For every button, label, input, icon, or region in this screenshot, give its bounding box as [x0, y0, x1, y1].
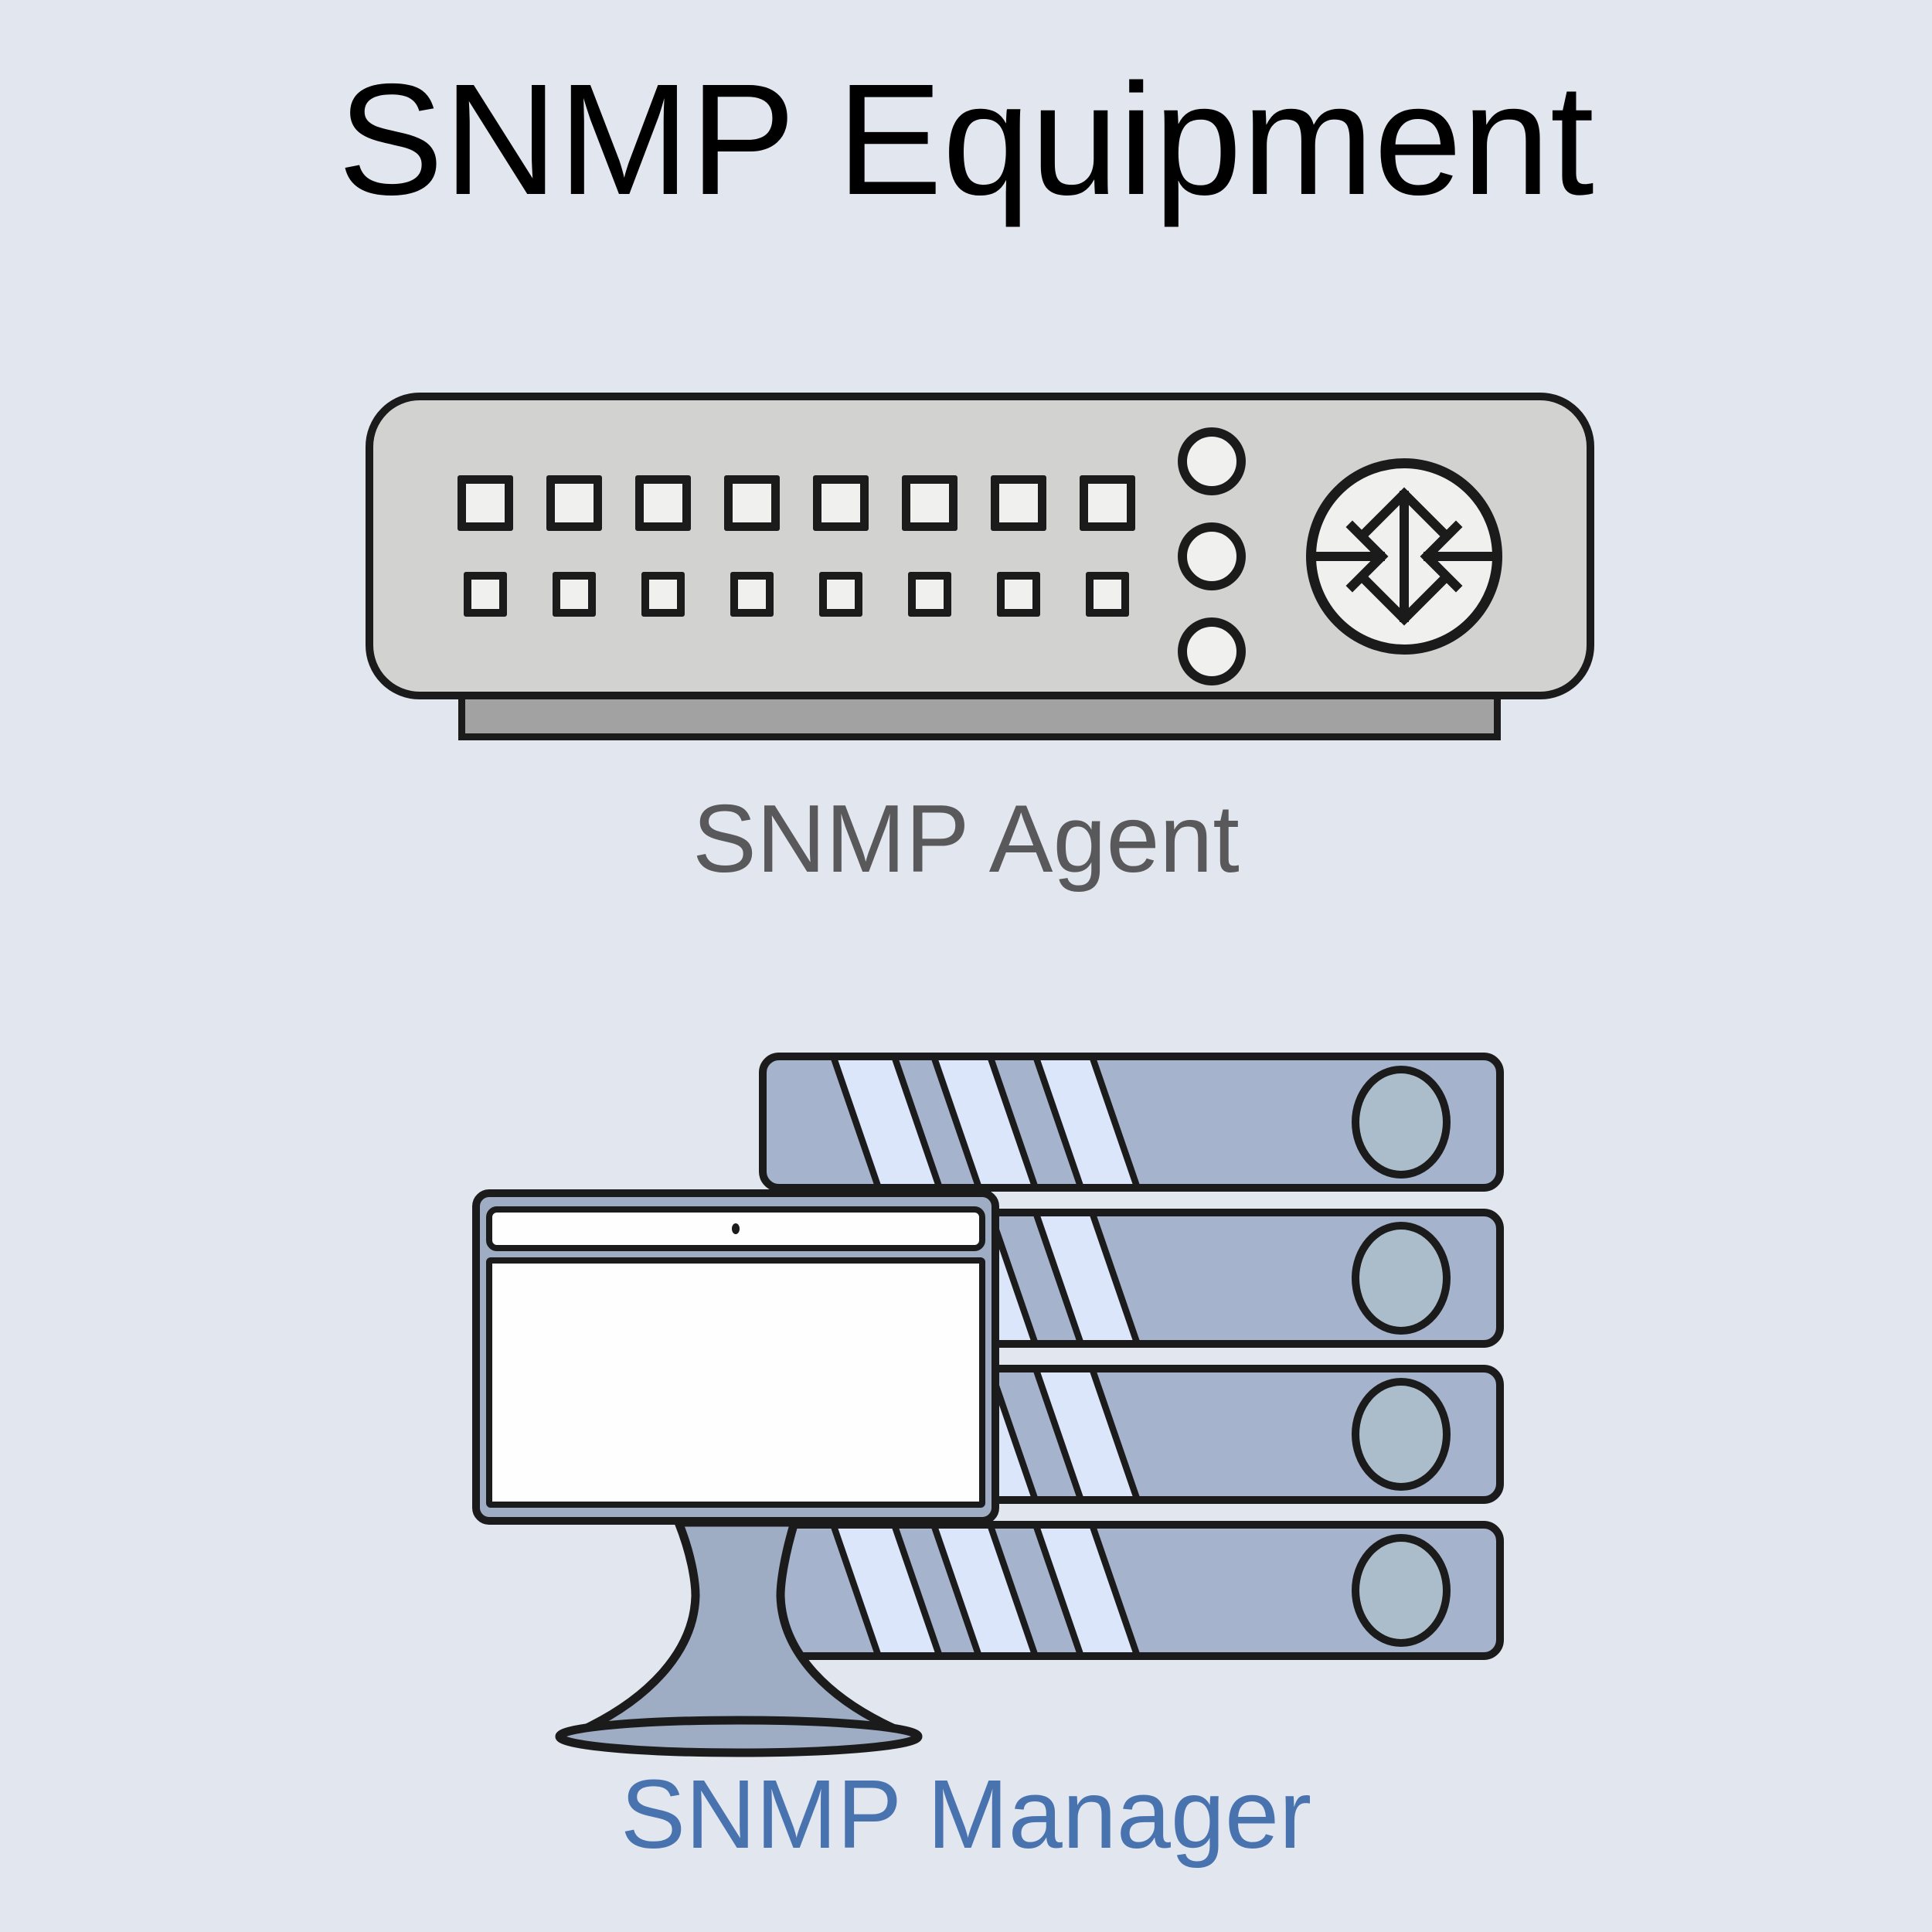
server-port-icon [1352, 1534, 1451, 1647]
panel-button [457, 475, 513, 531]
indicator-light-icon [1178, 522, 1246, 590]
indicator-light-icon [1178, 427, 1246, 495]
webcam-icon [732, 1223, 740, 1234]
server-stripe [1031, 1216, 1148, 1340]
server-stripe [1031, 1372, 1148, 1496]
panel-button [991, 475, 1046, 531]
server-unit [759, 1521, 1504, 1660]
panel-button [813, 475, 869, 531]
panel-button [1086, 572, 1129, 617]
monitor-stand [555, 1518, 923, 1757]
server-stripe [929, 1060, 1046, 1184]
manager-label: SNMP Manager [620, 1760, 1312, 1869]
stand-base [555, 1716, 923, 1757]
panel-button [464, 572, 507, 617]
monitor [472, 1189, 999, 1525]
panel-button [546, 475, 602, 531]
indicator-light-column [1178, 427, 1246, 736]
panel-button [730, 572, 774, 617]
indicator-light-icon [1178, 617, 1246, 685]
panel-button [553, 572, 596, 617]
server-unit [759, 1053, 1504, 1192]
panel-button [641, 572, 685, 617]
server-port-icon [1352, 1222, 1451, 1335]
server-port-icon [1352, 1066, 1451, 1179]
panel-button [635, 475, 691, 531]
panel-button [1080, 475, 1135, 531]
page-title: SNMP Equipment [338, 51, 1594, 228]
agent-device [366, 393, 1594, 699]
agent-label: SNMP Agent [692, 786, 1240, 893]
panel-button [724, 475, 780, 531]
router-badge [1306, 458, 1502, 655]
server-stripe [828, 1060, 950, 1184]
monitor-top-bar [486, 1206, 985, 1251]
stand-neck [581, 1518, 899, 1734]
server-port-icon [1352, 1378, 1451, 1491]
panel-button [902, 475, 957, 531]
router-arrows-icon [1311, 487, 1498, 626]
server-stripe [1031, 1060, 1148, 1184]
server-stripe [1031, 1529, 1148, 1652]
panel-button [908, 572, 951, 617]
panel-button [997, 572, 1040, 617]
agent-device-base [458, 692, 1501, 740]
panel-button [819, 572, 862, 617]
monitor-screen [486, 1257, 985, 1508]
